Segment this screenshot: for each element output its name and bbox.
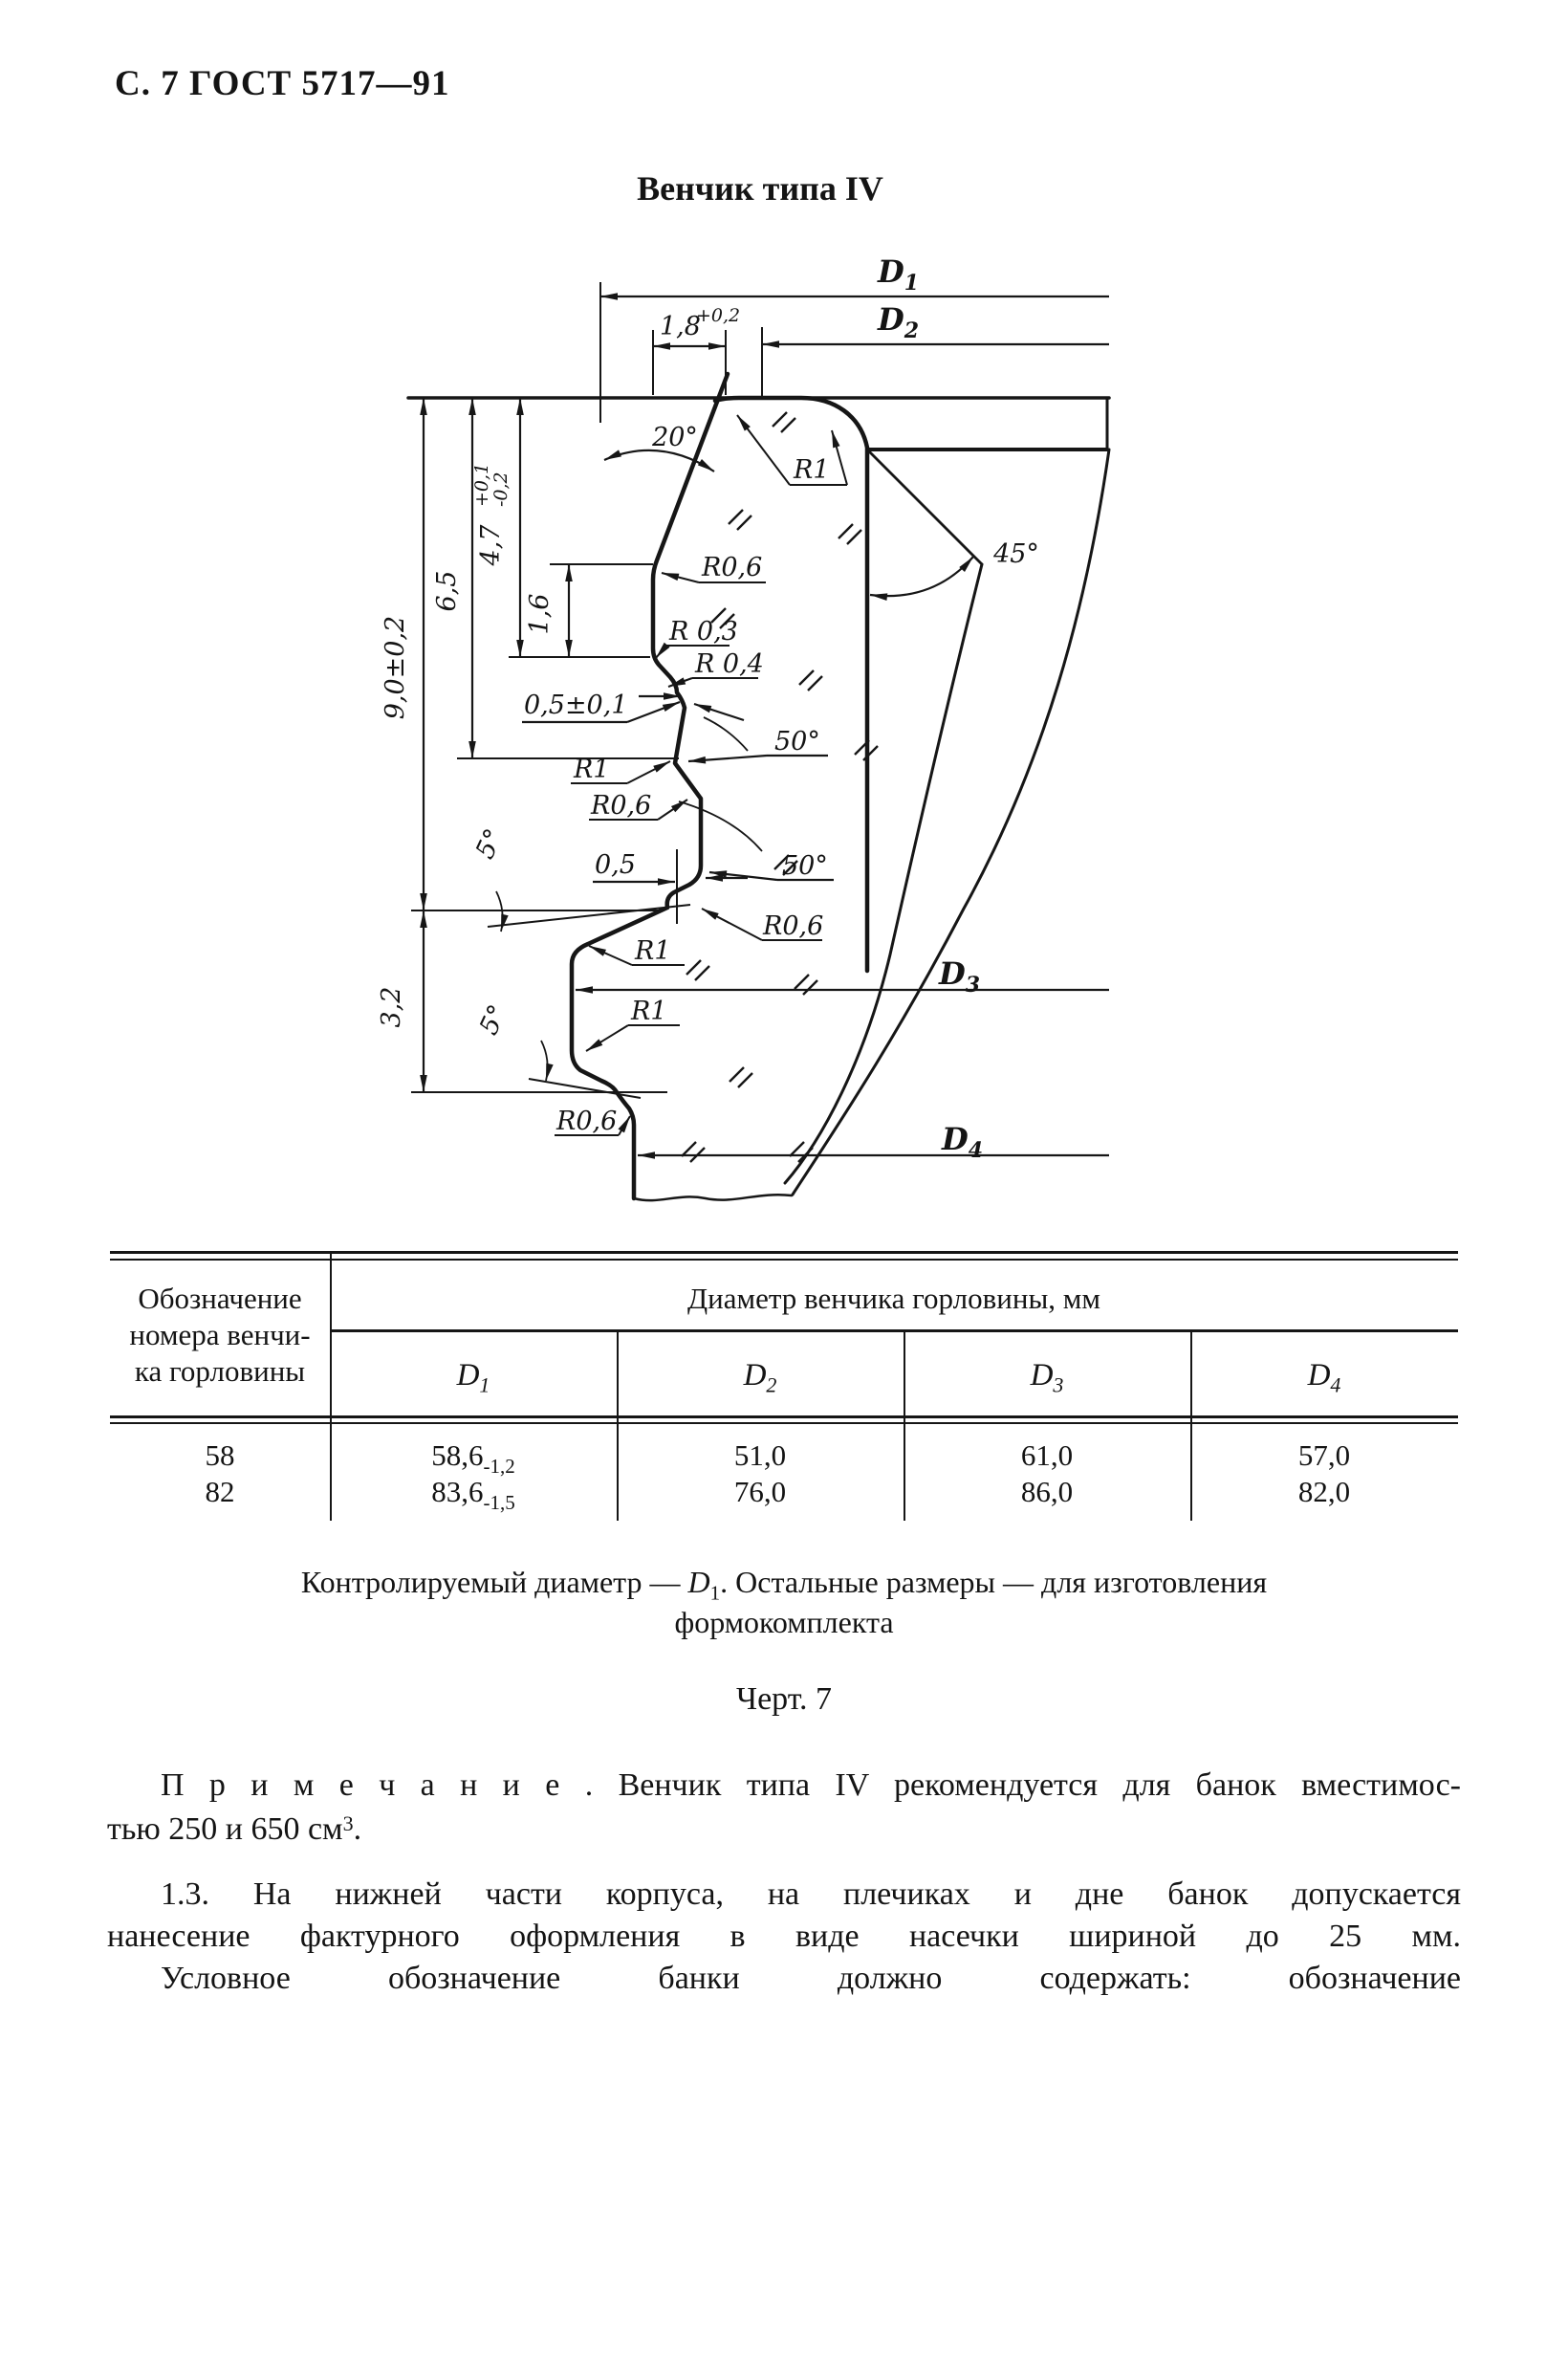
- table-double-rule-1: [110, 1415, 1458, 1418]
- row2-num: 82: [205, 1475, 235, 1508]
- row2-d3: 86,0: [1020, 1475, 1074, 1508]
- para-1-3-line1: 1.3. На нижней части корпуса, на плечика…: [161, 1876, 1461, 1912]
- radius-r1-groove-upper: R1: [634, 936, 671, 966]
- radius-r04: R 0,4: [694, 649, 764, 679]
- label-D2: D2: [877, 301, 919, 343]
- row1-num: 58: [205, 1438, 235, 1472]
- row2-d2: 76,0: [733, 1475, 787, 1508]
- dim-1-6: 1,6: [525, 594, 555, 635]
- angle-20: 20°: [651, 423, 698, 452]
- remark-line1: П р и м е ч а н и е . Венчик типа IV рек…: [161, 1767, 1461, 1803]
- col-head-D4: D4: [1307, 1358, 1341, 1397]
- figure-caption: Черт. 7: [735, 1681, 833, 1717]
- angle-5-lower: 5°: [474, 1000, 513, 1040]
- remark-line2: тью 250 и 650 см3.: [107, 1811, 362, 1847]
- angle-45: 45°: [992, 539, 1039, 569]
- radius-r1-crown: R1: [793, 455, 830, 485]
- radius-r1-groove-lower: R1: [630, 997, 667, 1026]
- label-D3: D3: [938, 955, 980, 998]
- table-double-rule-2: [110, 1422, 1458, 1424]
- dim-0-5-tol: 0,5±0,1: [524, 691, 628, 720]
- row1-d1: 58,6-1,2: [431, 1438, 515, 1478]
- dimension-lines: [420, 293, 1109, 1159]
- angle-50-lower: 50°: [782, 851, 828, 881]
- hatch-marks: [681, 411, 879, 1163]
- technical-drawing: D1 D2 D3 D4 1,8 +0,2 9,0±0,2 6,5 4,7 +0,…: [377, 253, 1111, 1202]
- dim-1-8: 1,8: [660, 312, 701, 341]
- row1-d3: 61,0: [1020, 1438, 1074, 1472]
- dim-9-0: 9,0±0,2: [381, 616, 410, 720]
- control-note-line1: Контролируемый диаметр — D1. Остальные р…: [300, 1565, 1268, 1605]
- col0-header-line3: ка горловины: [134, 1354, 306, 1388]
- table-vline-1: [617, 1331, 619, 1521]
- para-1-3-line3: Условное обозначение банки должно содерж…: [161, 1961, 1461, 1996]
- table-vline-2: [904, 1331, 905, 1521]
- label-D4: D4: [941, 1121, 983, 1163]
- control-note-line2: формокомплекта: [674, 1605, 894, 1639]
- row1-d4: 57,0: [1297, 1438, 1351, 1472]
- col-head-D3: D3: [1030, 1358, 1064, 1397]
- radius-r1-mid: R1: [573, 755, 610, 784]
- table-vline-3: [1190, 1331, 1192, 1521]
- radius-r06-bottom: R0,6: [555, 1107, 617, 1136]
- col-head-D2: D2: [743, 1358, 777, 1397]
- dim-6-5: 6,5: [432, 571, 462, 612]
- radius-r06-mid-right: R0,6: [762, 911, 823, 941]
- table-header-rule: [330, 1329, 1458, 1332]
- angle-5-upper: 5°: [470, 824, 510, 864]
- dim-0-5: 0,5: [595, 850, 636, 880]
- row2-d4: 82,0: [1297, 1475, 1351, 1508]
- col0-header-line1: Обозначение: [138, 1282, 302, 1315]
- svg-text:-0,2: -0,2: [490, 472, 512, 507]
- radius-r03: R 0,3: [668, 617, 738, 647]
- col-head-D1: D1: [456, 1358, 490, 1397]
- radius-r06-mid: R0,6: [590, 791, 651, 821]
- row2-d1: 83,6-1,5: [431, 1475, 515, 1514]
- table-vline-0: [330, 1251, 332, 1521]
- svg-text:4,7: 4,7: [476, 524, 506, 567]
- diameter-table: Обозначение номера венчи- ка горловины Д…: [110, 1251, 1458, 1538]
- dim-1-8-tol: +0,2: [696, 305, 740, 326]
- span-header: Диаметр венчика горловины, мм: [686, 1282, 1101, 1315]
- svg-text:+0,1: +0,1: [471, 463, 492, 507]
- page-header: С. 7 ГОСТ 5717—91: [115, 64, 450, 103]
- para-1-3-line2: нанесение фактурного оформления в виде н…: [107, 1919, 1461, 1954]
- figure-title: Венчик типа IV: [637, 169, 883, 208]
- label-D1: D1: [877, 253, 919, 296]
- col0-header-line2: номера венчи-: [129, 1318, 311, 1351]
- extension-lines: [411, 282, 763, 1099]
- profile-outline: [406, 371, 1111, 1202]
- radius-leaders: [555, 414, 848, 1136]
- table-top-rule: [110, 1251, 1458, 1254]
- row1-d2: 51,0: [733, 1438, 787, 1472]
- table-top-rule-2: [110, 1259, 1458, 1261]
- radius-r06-top: R0,6: [701, 553, 762, 582]
- dim-4-7: 4,7 +0,1 -0,2: [471, 463, 512, 567]
- angle-50-upper: 50°: [774, 727, 820, 757]
- dim-3-2: 3,2: [377, 987, 406, 1028]
